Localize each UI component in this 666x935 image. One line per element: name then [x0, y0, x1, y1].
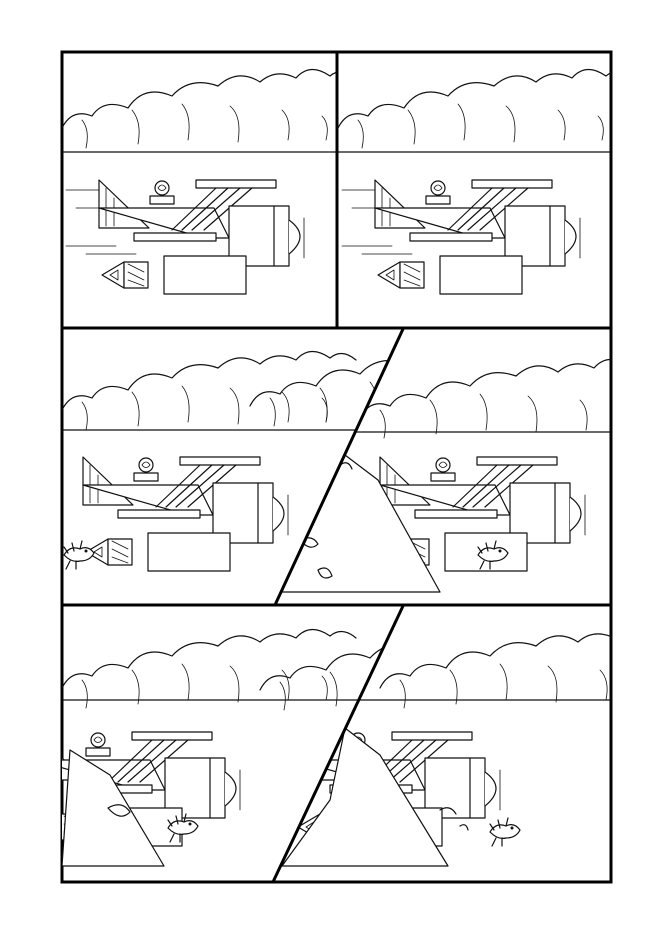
- tearing-wing: [281, 454, 441, 593]
- panel-2: [338, 68, 611, 295]
- panel-4: [281, 358, 611, 593]
- tearing-wing: [62, 749, 165, 867]
- panel-1: [62, 68, 336, 295]
- cloud-bank: [62, 350, 357, 431]
- cloud-bank: [338, 68, 611, 149]
- cloud-bank: [379, 628, 611, 709]
- panel-3: [62, 346, 402, 572]
- panel-6: [281, 628, 611, 867]
- airship: [82, 456, 289, 572]
- tearing-wing: [281, 727, 449, 867]
- bird: [489, 817, 521, 847]
- cloud-bank: [62, 68, 336, 149]
- cloud-bank: [62, 628, 357, 709]
- airship: [98, 179, 305, 295]
- panel-5: [62, 628, 402, 867]
- airship: [374, 179, 581, 295]
- bird: [63, 540, 95, 570]
- gutter-diag1: [273, 328, 405, 606]
- gutter-diag2: [271, 605, 405, 883]
